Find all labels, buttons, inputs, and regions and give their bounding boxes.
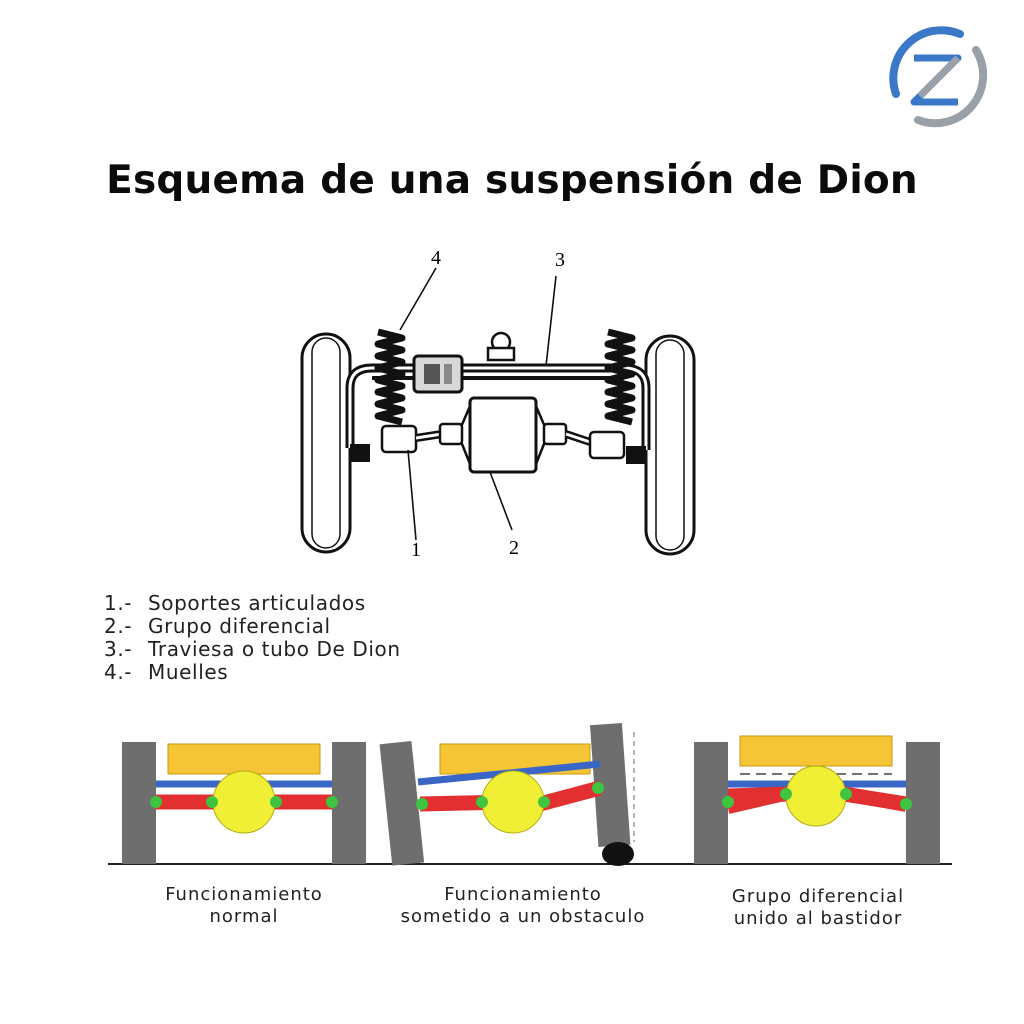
chassis-block (167, 743, 321, 775)
obstacle (602, 842, 634, 866)
callout-1-leader (407, 449, 417, 541)
callout-4: 4 (431, 247, 441, 269)
callout-3-leader (545, 275, 557, 367)
right-wheel-inner (655, 339, 685, 551)
differential-housing (468, 396, 538, 474)
legend-item: 3.-Traviesa o tubo De Dion (104, 637, 401, 661)
legend-item: 4.-Muelles (104, 660, 229, 684)
callout-3: 3 (555, 249, 565, 271)
legend-item: 2.-Grupo diferencial (104, 614, 331, 638)
callout-1: 1 (411, 539, 421, 561)
differential (212, 770, 276, 834)
left-wheel (300, 332, 352, 554)
callout-4-leader (399, 267, 437, 331)
left-drive-shaft (380, 422, 464, 454)
chassis-block (739, 735, 893, 767)
right-spring (604, 328, 636, 426)
legend: 1.-Soportes articulados 2.-Grupo diferen… (104, 592, 564, 684)
scenario-chassis-mounted (694, 735, 940, 864)
scenario-caption-chassis: Grupo diferencial unido al bastidor (731, 886, 905, 929)
callout-2: 2 (509, 537, 519, 559)
legend-item: 1.-Soportes articulados (104, 591, 366, 615)
scenario-obstacle (379, 723, 635, 866)
brand-logo-icon (889, 26, 988, 128)
left-spring (374, 328, 406, 426)
de-dion-suspension-diagram: 4 3 1 2 (300, 247, 696, 561)
right-wheel (644, 334, 696, 556)
scenario-normal (122, 742, 366, 864)
scenario-caption-obstacle: Funcionamiento sometido a un obstaculo (400, 884, 646, 927)
right-drive-shaft (542, 422, 626, 460)
left-wheel-inner (311, 337, 341, 549)
scenario-caption-normal: Funcionamiento normal (165, 884, 323, 927)
page-title: Esquema de una suspensión de Dion (106, 158, 918, 203)
differential (481, 770, 545, 834)
drive-shaft (538, 780, 602, 812)
callout-2-leader (489, 471, 513, 531)
operation-scenarios-diagram (108, 723, 952, 866)
differential (785, 765, 847, 827)
